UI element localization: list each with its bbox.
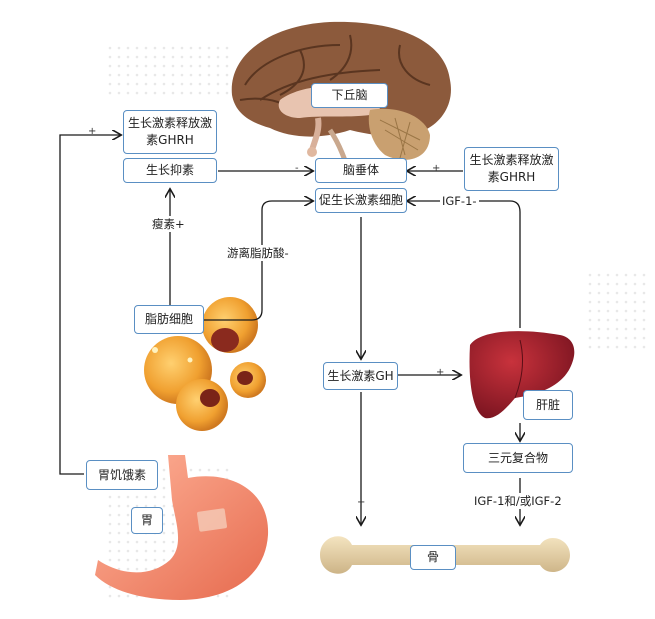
- stomach-box: 胃: [131, 507, 163, 534]
- gh-box: 生长激素GH: [323, 362, 398, 390]
- gh-liver-plus-sign: +: [436, 367, 445, 378]
- ffa-label: 游离脂肪酸-: [225, 245, 291, 261]
- ghrh-plus-sign: +: [432, 163, 441, 174]
- fat-cells-illustration: [144, 297, 266, 431]
- somatotroph-box: 促生长激素细胞: [315, 188, 407, 213]
- igf-label: IGF-1和/或IGF-2: [472, 493, 564, 509]
- stomach-illustration: [95, 455, 269, 600]
- somatostatin-minus-sign: -: [295, 163, 299, 174]
- igf1-feedback-label: IGF-1-: [440, 194, 479, 208]
- adipocyte-box: 脂肪细胞: [134, 305, 204, 334]
- ghrelin-box: 胃饥饿素: [86, 460, 158, 490]
- ternary-complex-box: 三元复合物: [463, 443, 573, 473]
- ghrh-right-box: 生长激素释放激 素GHRH: [464, 147, 559, 191]
- somatostatin-box: 生长抑素: [123, 158, 217, 183]
- liver-illustration: [469, 331, 575, 419]
- bone-box: 骨: [410, 545, 456, 570]
- leptin-label: 瘦素+: [150, 216, 187, 232]
- liver-box: 肝脏: [523, 390, 573, 420]
- ghrh-left-box: 生长激素释放激 素GHRH: [123, 110, 217, 154]
- pituitary-box: 脑垂体: [315, 158, 407, 183]
- hypothalamus-box: 下丘脑: [311, 83, 388, 108]
- gh-bone-plus-sign: +: [357, 497, 366, 508]
- ghrelin-plus-sign: +: [88, 126, 97, 137]
